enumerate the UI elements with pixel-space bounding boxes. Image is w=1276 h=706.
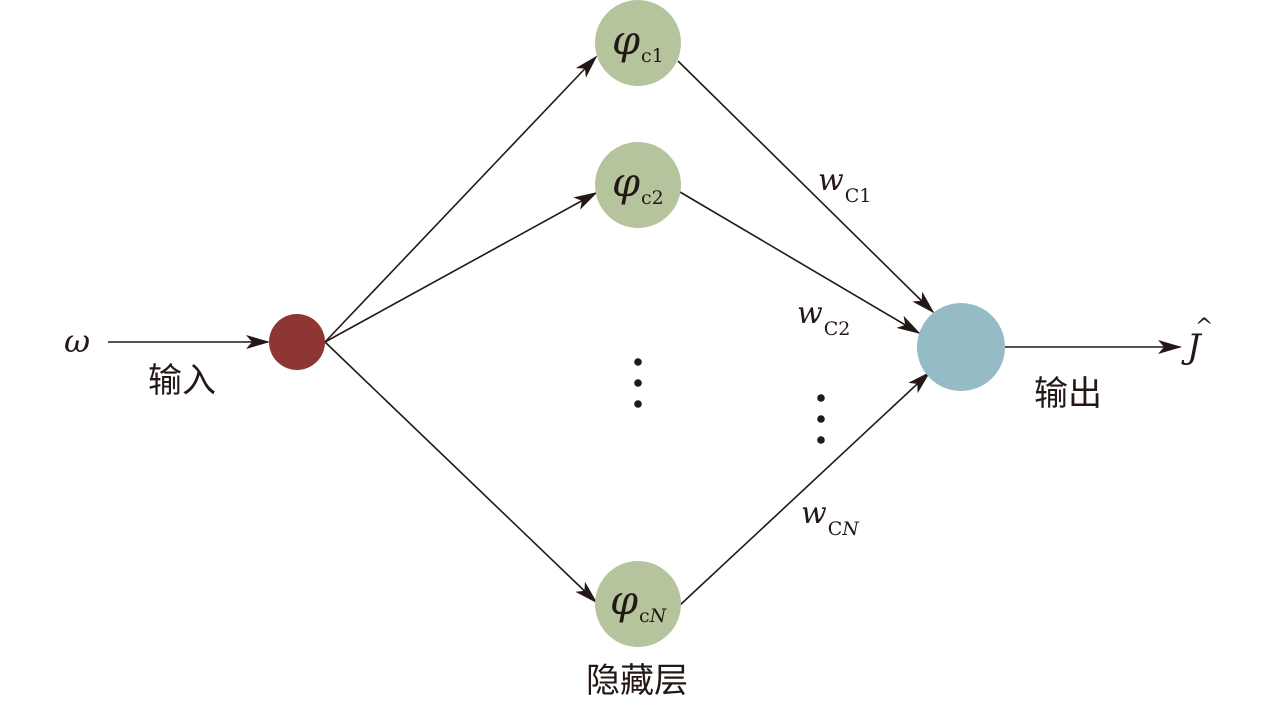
input-node xyxy=(269,314,325,370)
edge-hidden-n-to-output xyxy=(679,371,931,606)
output-symbol: J xyxy=(1181,327,1203,367)
input-symbol: ω xyxy=(64,322,90,360)
weight-2-label: wC2 xyxy=(797,296,850,340)
hidden-node-1-label: φc1 xyxy=(612,18,664,67)
hidden-node-2 xyxy=(595,142,681,228)
input-caption: 输入 xyxy=(148,361,216,401)
hidden-node-n-label: φcN xyxy=(610,578,668,627)
weight-1-label: wC1 xyxy=(818,163,871,207)
hidden-layer-caption: 隐藏层 xyxy=(586,661,688,701)
hidden-node-2-label: φc2 xyxy=(612,160,664,209)
edge-hidden-1-to-output xyxy=(677,60,935,314)
output-hat: ^ xyxy=(1195,315,1213,340)
hidden-node-n xyxy=(595,561,681,647)
edge-hidden-2-to-output xyxy=(679,191,921,335)
edge-input-to-hidden-1 xyxy=(324,55,598,343)
hidden-ellipsis-dots xyxy=(634,358,642,408)
hidden-node-1 xyxy=(595,0,681,86)
output-caption: 输出 xyxy=(1034,374,1102,414)
edge-input-to-hidden-2 xyxy=(324,192,598,343)
output-node xyxy=(917,303,1005,391)
weight-ellipsis-dots xyxy=(817,394,825,444)
edge-input-to-hidden-n xyxy=(324,341,598,604)
weight-n-label: wCN xyxy=(801,496,860,540)
